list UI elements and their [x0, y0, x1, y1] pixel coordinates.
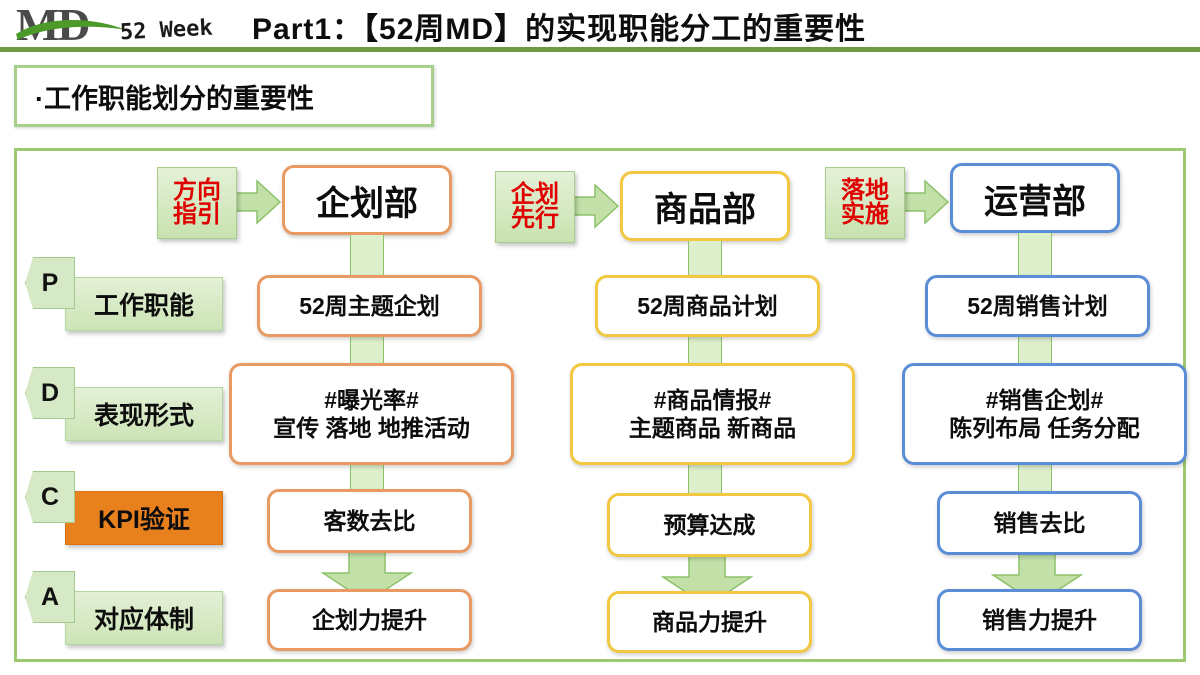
source-chip-1-line1: 方向: [173, 176, 221, 204]
source-chip-2-line2: 先行: [511, 205, 559, 232]
kpi-box-planning: 客数去比: [267, 489, 472, 553]
form-box-merchandise: #商品情报# 主题商品 新商品: [570, 363, 855, 465]
plan-box-operations-text: 52周销售计划: [967, 292, 1108, 319]
result-box-merchandise-text: 商品力提升: [652, 608, 767, 635]
section-subtitle-box: ·工作职能划分的重要性: [14, 65, 434, 127]
form-box-operations-line2: 陈列布局 任务分配: [949, 415, 1140, 441]
source-chip-1: 方向 指引: [157, 167, 237, 239]
form-box-planning-line1: #曝光率#: [324, 386, 419, 413]
result-box-planning: 企划力提升: [267, 589, 472, 651]
md-logo-icon: MD: [14, 0, 132, 48]
form-box-planning: #曝光率# 宣传 落地 地推活动: [229, 363, 514, 465]
pdca-badge-p: P: [25, 257, 75, 309]
form-box-operations: #销售企划# 陈列布局 任务分配: [902, 363, 1187, 465]
dept-box-planning: 企划部: [282, 165, 452, 235]
kpi-box-operations-text: 销售去比: [993, 509, 1086, 536]
source-chip-3-line1: 落地: [841, 176, 889, 204]
pdca-label-d: 表现形式: [65, 387, 223, 441]
result-box-operations-text: 销售力提升: [982, 606, 1097, 633]
plan-box-merchandise-text: 52周商品计划: [637, 292, 778, 319]
source-chip-3: 落地 实施: [825, 167, 905, 239]
pdca-label-p: 工作职能: [65, 277, 223, 331]
result-box-planning-text: 企划力提升: [312, 606, 427, 633]
dept-box-operations: 运营部: [950, 163, 1120, 233]
logo-subtitle: 52 Week: [119, 15, 214, 46]
source-chip-1-line2: 指引: [173, 201, 221, 228]
pdca-label-c: KPI验证: [65, 491, 223, 545]
result-box-operations: 销售力提升: [937, 589, 1142, 651]
form-box-merchandise-line2: 主题商品 新商品: [628, 415, 797, 441]
result-box-merchandise: 商品力提升: [607, 591, 812, 653]
kpi-box-planning-text: 客数去比: [323, 507, 416, 534]
pdca-badge-a: A: [25, 571, 75, 623]
pdca-label-a: 对应体制: [65, 591, 223, 645]
pdca-badge-d: D: [25, 367, 75, 419]
kpi-box-merchandise-text: 预算达成: [663, 511, 756, 538]
kpi-box-merchandise: 预算达成: [607, 493, 812, 557]
diagram-frame: P 工作职能 D 表现形式 C KPI验证 A 对应体制 方向 指引: [14, 148, 1187, 662]
plan-box-planning: 52周主题企划: [257, 275, 482, 337]
header-divider: [0, 47, 1200, 52]
form-box-planning-line2: 宣传 落地 地推活动: [273, 415, 470, 441]
slide-header: MD 52 Week Part1：【52周MD】的实现职能分工的重要性: [0, 0, 1200, 52]
plan-box-operations: 52周销售计划: [925, 275, 1150, 337]
section-subtitle-text: ·工作职能划分的重要性: [35, 83, 314, 114]
form-box-operations-line1: #销售企划#: [985, 386, 1104, 413]
dept-box-merchandise: 商品部: [620, 171, 790, 241]
pdca-badge-c: C: [25, 471, 75, 523]
page-title: Part1：【52周MD】的实现职能分工的重要性: [252, 13, 867, 46]
source-chip-3-line2: 实施: [841, 201, 889, 228]
plan-box-planning-text: 52周主题企划: [299, 292, 440, 319]
plan-box-merchandise: 52周商品计划: [595, 275, 820, 337]
form-box-merchandise-line1: #商品情报#: [653, 386, 772, 413]
source-chip-2: 企划 先行: [495, 171, 575, 243]
kpi-box-operations: 销售去比: [937, 491, 1142, 555]
source-chip-2-line1: 企划: [511, 180, 559, 208]
